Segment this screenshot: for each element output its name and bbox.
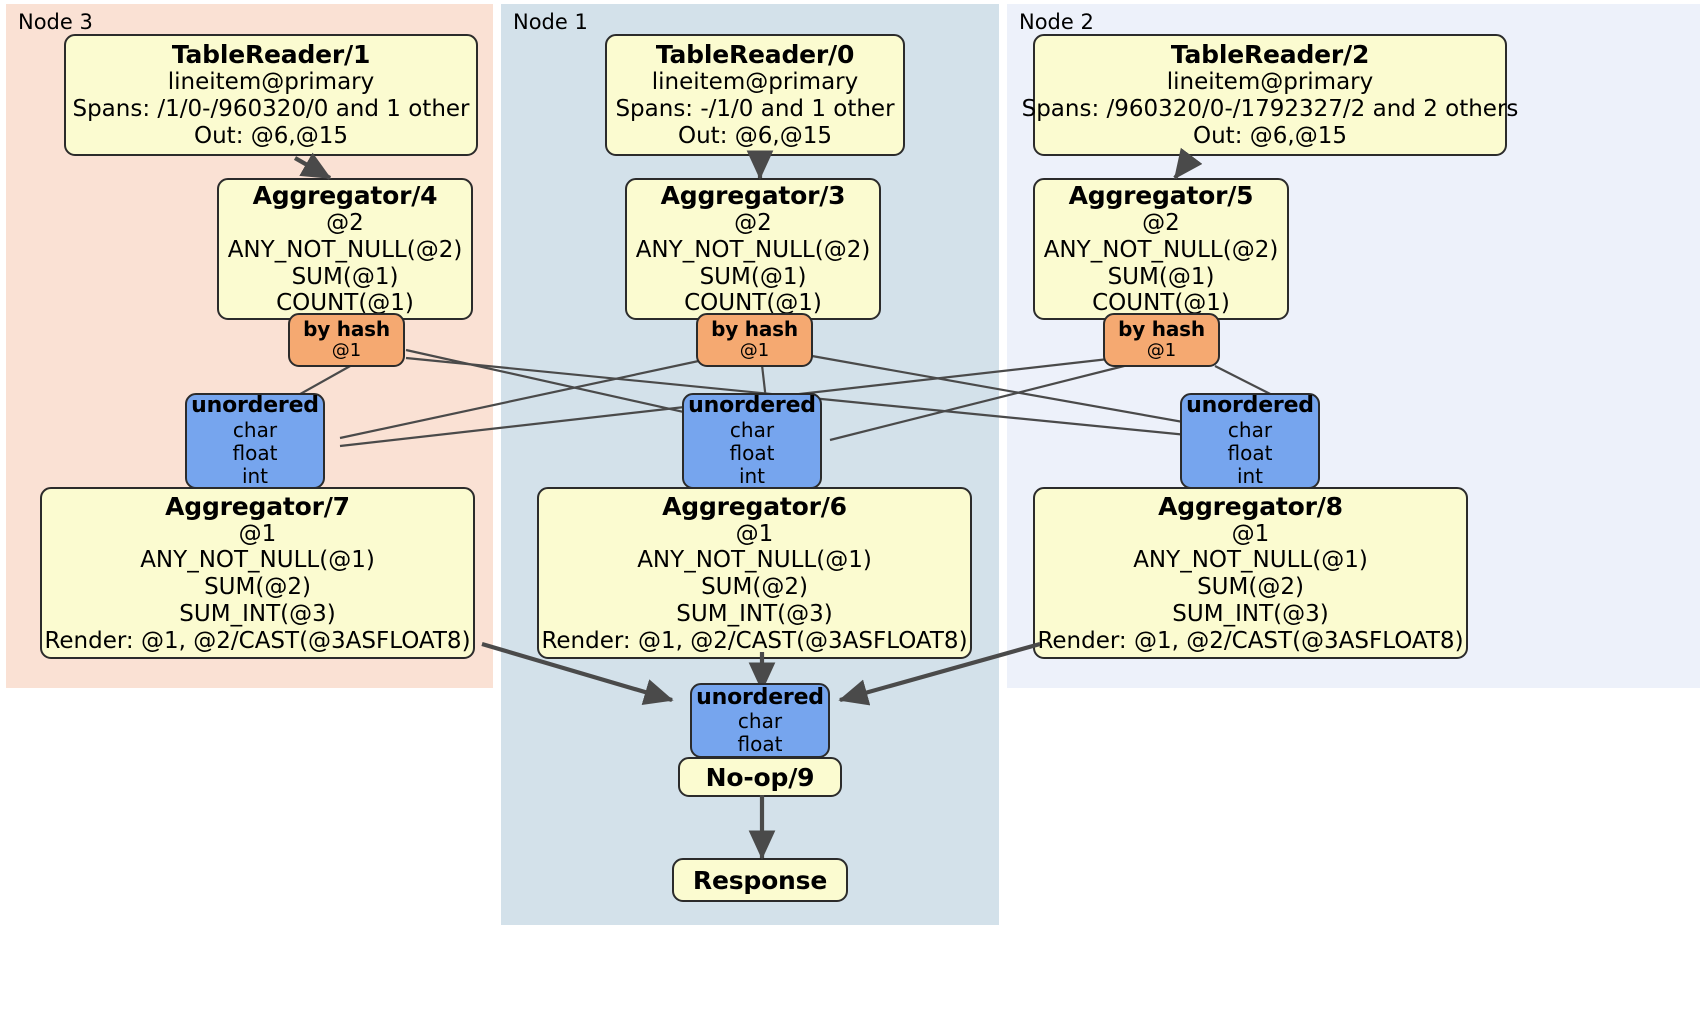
synchronizer-title: unordered	[688, 393, 816, 419]
router-detail-line: @1	[739, 340, 770, 362]
processor-detail-line: ANY_NOT_NULL(@2)	[635, 236, 871, 263]
synchronizer-unordered-7[interactable]: unordered char float int	[185, 393, 325, 489]
processor-aggregator-6[interactable]: Aggregator/6 @1 ANY_NOT_NULL(@1) SUM(@2)…	[537, 487, 972, 659]
processor-detail-line: Out: @6,@15	[1193, 122, 1347, 149]
processor-detail-line: @2	[734, 210, 772, 237]
synchronizer-type-line: int	[241, 464, 269, 489]
processor-aggregator-8[interactable]: Aggregator/8 @1 ANY_NOT_NULL(@1) SUM(@2)…	[1033, 487, 1468, 659]
router-by-hash-3[interactable]: by hash @1	[696, 313, 813, 367]
processor-render-line: Render: @1, @2/CAST(@3ASFLOAT8)	[541, 627, 968, 654]
processor-detail-line: SUM_INT(@3)	[179, 600, 336, 627]
processor-detail-line: Spans: /960320/0-/1792327/2 and 2 others	[1021, 96, 1519, 123]
cluster-label-node-1: Node 1	[513, 10, 588, 34]
synchronizer-type-line: int	[1236, 464, 1264, 489]
processor-tablereader-2[interactable]: TableReader/2 lineitem@primary Spans: /9…	[1022, 34, 1518, 156]
processor-title: TableReader/0	[655, 40, 855, 70]
synchronizer-unordered-8[interactable]: unordered char float int	[1180, 393, 1320, 489]
synchronizer-title: unordered	[1186, 393, 1314, 419]
processor-detail-line: COUNT(@1)	[276, 290, 414, 317]
processor-detail-line: SUM(@2)	[204, 574, 311, 601]
processor-detail-line: Out: @6,@15	[678, 122, 832, 149]
synchronizer-type-line: float	[1227, 441, 1273, 466]
processor-title: Aggregator/4	[252, 181, 438, 211]
processor-aggregator-4[interactable]: Aggregator/4 @2 ANY_NOT_NULL(@2) SUM(@1)…	[217, 178, 473, 320]
synchronizer-type-line: char	[1227, 417, 1273, 442]
router-detail-line: @1	[1146, 340, 1177, 362]
processor-title: TableReader/1	[171, 40, 371, 70]
processor-detail-line: SUM(@1)	[1107, 263, 1215, 290]
processor-detail-line: SUM(@2)	[701, 574, 808, 601]
processor-detail-line: @1	[735, 520, 774, 547]
processor-title: Aggregator/7	[165, 491, 350, 521]
synchronizer-type-line: char	[232, 417, 278, 442]
processor-detail-line: COUNT(@1)	[1092, 290, 1230, 317]
router-by-hash-4[interactable]: by hash @1	[288, 313, 405, 367]
processor-render-line: Render: @1, @2/CAST(@3ASFLOAT8)	[44, 627, 471, 654]
processor-title: Aggregator/5	[1068, 181, 1254, 211]
synchronizer-type-line: float	[729, 441, 775, 466]
processor-aggregator-5[interactable]: Aggregator/5 @2 ANY_NOT_NULL(@2) SUM(@1)…	[1033, 178, 1289, 320]
processor-title: Response	[692, 865, 828, 895]
cluster-label-node-2: Node 2	[1019, 10, 1094, 34]
router-by-hash-5[interactable]: by hash @1	[1103, 313, 1220, 367]
processor-response[interactable]: Response	[672, 858, 848, 902]
processor-detail-line: SUM(@1)	[699, 263, 807, 290]
processor-detail-line: Spans: -/1/0 and 1 other	[615, 96, 895, 123]
router-title: by hash	[1118, 316, 1205, 341]
processor-detail-line: ANY_NOT_NULL(@2)	[227, 236, 463, 263]
processor-tablereader-1[interactable]: TableReader/1 lineitem@primary Spans: /1…	[64, 34, 478, 156]
processor-detail-line: ANY_NOT_NULL(@1)	[140, 547, 375, 574]
processor-detail-line: lineitem@primary	[651, 69, 859, 96]
processor-detail-line: @1	[238, 520, 277, 547]
processor-detail-line: SUM(@2)	[1197, 574, 1304, 601]
processor-detail-line: Out: @6,@15	[194, 122, 348, 149]
processor-title: Aggregator/6	[662, 491, 847, 521]
synchronizer-type-line: char	[729, 417, 775, 442]
synchronizer-unordered-6[interactable]: unordered char float int	[682, 393, 822, 489]
processor-detail-line: SUM_INT(@3)	[676, 600, 833, 627]
synchronizer-type-line: float	[232, 441, 278, 466]
processor-title: No-op/9	[705, 762, 815, 792]
synchronizer-title: unordered	[191, 393, 319, 419]
synchronizer-type-line: float	[737, 732, 783, 757]
processor-detail-line: ANY_NOT_NULL(@1)	[637, 547, 872, 574]
router-detail-line: @1	[331, 340, 362, 362]
synchronizer-unordered-final[interactable]: unordered char float	[690, 683, 830, 758]
processor-tablereader-0[interactable]: TableReader/0 lineitem@primary Spans: -/…	[605, 34, 905, 156]
processor-detail-line: @2	[1142, 210, 1180, 237]
processor-title: TableReader/2	[1170, 40, 1370, 70]
processor-detail-line: @2	[326, 210, 364, 237]
router-title: by hash	[711, 316, 798, 341]
processor-detail-line: SUM(@1)	[291, 263, 399, 290]
processor-title: Aggregator/3	[660, 181, 846, 211]
synchronizer-type-line: int	[738, 464, 766, 489]
router-title: by hash	[303, 316, 390, 341]
processor-detail-line: ANY_NOT_NULL(@1)	[1133, 547, 1368, 574]
synchronizer-title: unordered	[696, 684, 824, 710]
processor-title: Aggregator/8	[1158, 491, 1343, 521]
synchronizer-type-line: char	[737, 709, 783, 734]
processor-detail-line: ANY_NOT_NULL(@2)	[1043, 236, 1279, 263]
processor-noop-9[interactable]: No-op/9	[678, 757, 842, 797]
processor-detail-line: COUNT(@1)	[684, 290, 822, 317]
processor-detail-line: @1	[1231, 520, 1270, 547]
processor-aggregator-3[interactable]: Aggregator/3 @2 ANY_NOT_NULL(@2) SUM(@1)…	[625, 178, 881, 320]
processor-detail-line: lineitem@primary	[1166, 69, 1374, 96]
processor-render-line: Render: @1, @2/CAST(@3ASFLOAT8)	[1037, 627, 1464, 654]
processor-detail-line: SUM_INT(@3)	[1172, 600, 1329, 627]
processor-detail-line: Spans: /1/0-/960320/0 and 1 other	[72, 96, 470, 123]
processor-aggregator-7[interactable]: Aggregator/7 @1 ANY_NOT_NULL(@1) SUM(@2)…	[40, 487, 475, 659]
cluster-label-node-3: Node 3	[18, 10, 93, 34]
processor-detail-line: lineitem@primary	[167, 69, 375, 96]
